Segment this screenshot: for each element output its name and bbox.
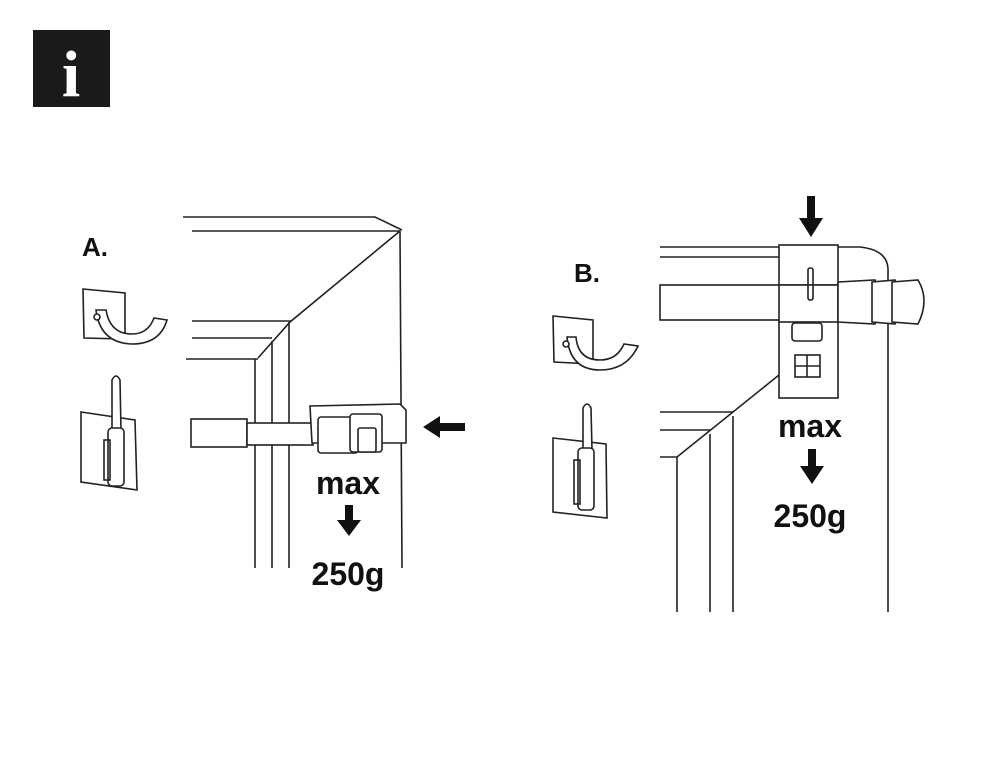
push-arrow-left-icon	[423, 416, 465, 438]
adhesive-hook-icon	[80, 375, 138, 491]
curtain-rod-b	[659, 244, 925, 399]
weight-label-a: 250g	[312, 556, 385, 592]
window-frame-a	[183, 216, 403, 569]
push-arrow-down-icon	[799, 196, 823, 237]
window-frame-b	[660, 246, 889, 612]
info-icon: i	[33, 30, 110, 111]
panel-b: B.	[552, 196, 925, 612]
down-arrow-icon	[800, 449, 824, 484]
adhesive-hook-icon	[552, 403, 608, 519]
bracket-hook-icon	[552, 315, 640, 371]
curtain-rod-a	[190, 403, 407, 454]
max-label-b: max	[778, 408, 842, 444]
panel-b-label: B.	[574, 258, 600, 288]
window-symbol-icon	[794, 354, 821, 378]
panel-a-label: A.	[82, 232, 108, 262]
down-arrow-icon	[337, 505, 361, 536]
svg-text:i: i	[62, 38, 80, 111]
weight-label-b: 250g	[774, 498, 847, 534]
bracket-hook-icon	[82, 288, 169, 345]
panel-a: A. max 250g	[80, 216, 465, 592]
max-label-a: max	[316, 465, 380, 501]
